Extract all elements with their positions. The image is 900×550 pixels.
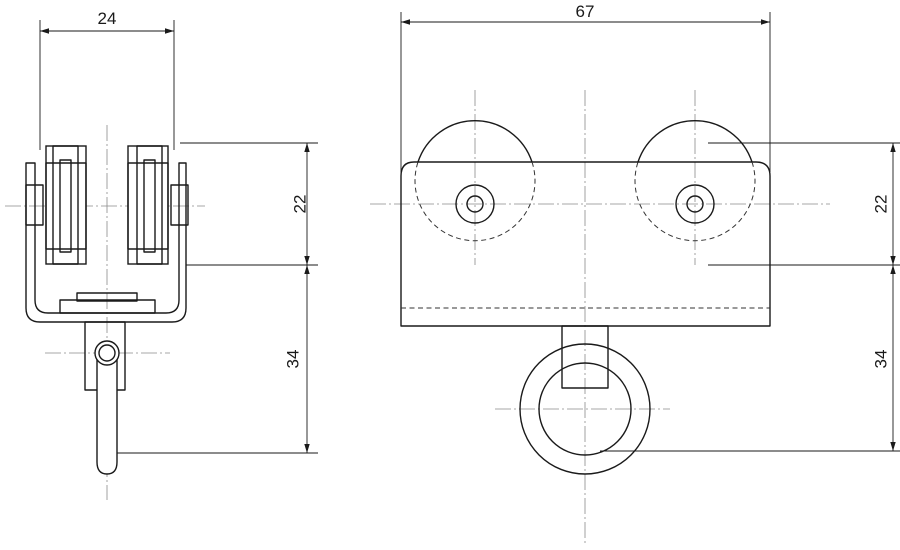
side-ring [94,340,120,475]
front-height-lower-label: 34 [872,350,891,369]
front-wheel-right [634,120,756,242]
side-height-upper-label: 22 [291,195,310,214]
side-axle-right [170,184,189,226]
side-base-plate [59,292,156,314]
front-ring [519,343,651,475]
front-view: 67 22 34 [370,2,900,545]
front-wheel-left [414,120,536,242]
side-width-label: 24 [98,9,117,28]
side-height-dimension: 22 34 [117,142,318,454]
front-stem [561,325,609,389]
side-bracket [25,162,187,323]
front-width-dimension: 67 [400,2,771,172]
front-height-upper-label: 22 [872,195,891,214]
side-height-lower-label: 34 [284,350,303,369]
front-width-label: 67 [576,2,595,21]
side-wheel-right [127,145,169,265]
front-view-centerlines [370,90,830,545]
side-view: 24 22 34 [5,9,318,500]
side-width-dimension: 24 [39,9,175,150]
side-axle-left [25,184,44,226]
front-body-plate [400,161,771,327]
front-height-dimension: 22 34 [600,142,900,452]
side-wheel-left [45,145,87,265]
